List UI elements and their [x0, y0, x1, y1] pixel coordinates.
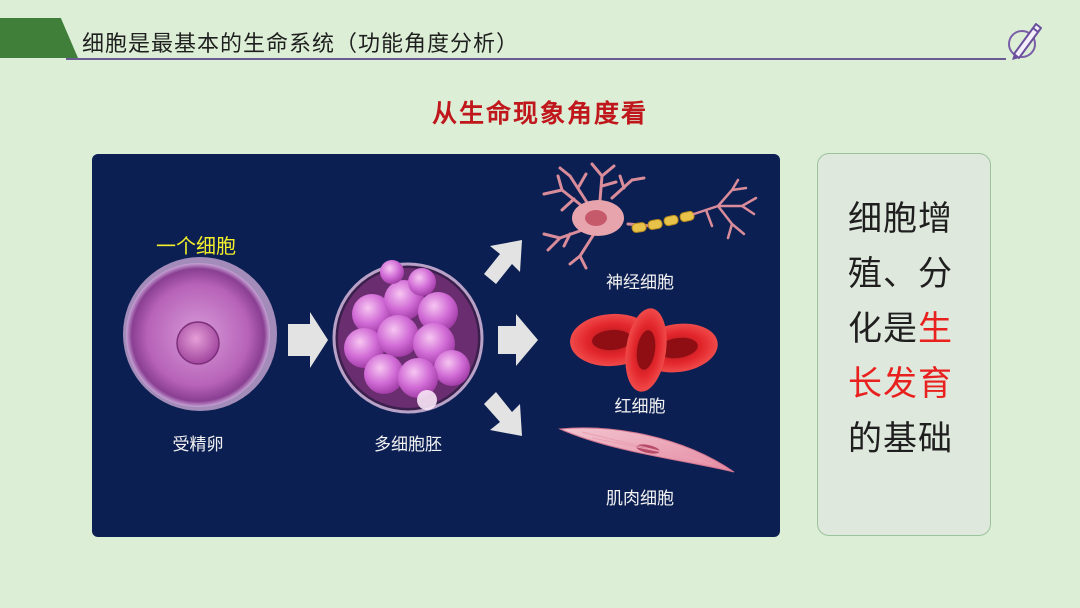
conclusion-card: 细胞增殖、分化是生长发育的基础 [817, 153, 991, 536]
fertilized-egg-cell [123, 257, 277, 411]
embryo-cell [332, 260, 484, 414]
conclusion-text: 细胞增殖、分化是生长发育的基础 [848, 192, 960, 467]
label-red-blood-cell: 红细胞 [614, 397, 666, 417]
muscle-cell [558, 427, 735, 473]
conclusion-text-end: 的基础 [848, 419, 953, 459]
page-title: 细胞是最基本的生命系统（功能角度分析） [82, 32, 520, 57]
arrow-down-right-icon [484, 392, 522, 436]
title-tab-marker [0, 18, 78, 58]
section-subtitle: 从生命现象角度看 [431, 99, 648, 128]
red-blood-cells [570, 308, 718, 392]
label-one-cell: 一个细胞 [156, 234, 236, 258]
conclusion-highlight: 生长发育 [848, 309, 953, 404]
label-embryo: 多细胞胚 [374, 435, 442, 455]
diagram-graphics [123, 162, 758, 473]
conclusion-text-start: 细胞增殖、分化是 [848, 199, 953, 349]
cell-development-diagram: 一个细胞 受精卵 多细胞胚 神经细胞 红细胞 肌肉细胞 [92, 154, 780, 537]
title-divider [66, 58, 1006, 60]
arrow-up-right-icon [484, 240, 522, 284]
arrow-right-icon [288, 312, 328, 368]
label-fertilized-egg: 受精卵 [172, 435, 224, 455]
neuron-cell [542, 162, 758, 270]
arrow-right-icon-2 [498, 314, 538, 366]
label-nerve-cell: 神经细胞 [606, 273, 674, 293]
pen-icon [1008, 23, 1042, 60]
label-muscle-cell: 肌肉细胞 [606, 489, 674, 509]
